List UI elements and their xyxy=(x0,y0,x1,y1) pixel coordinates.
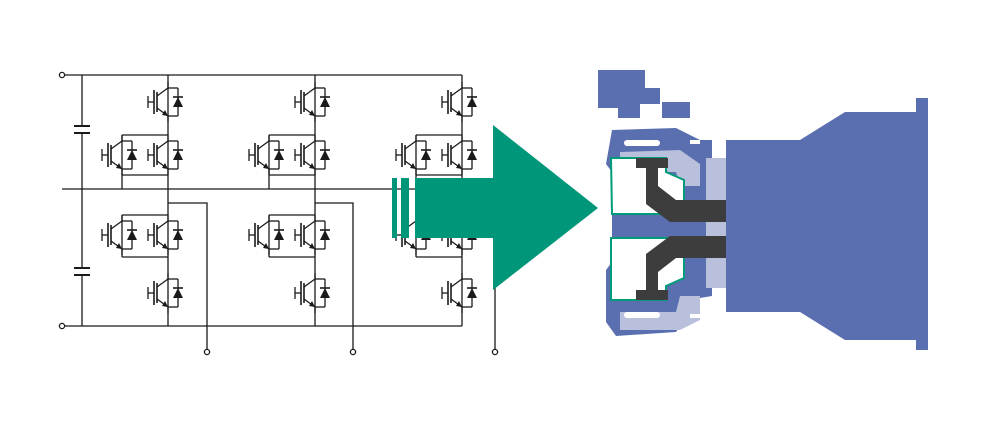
igbt-transistor-with-diode-icon xyxy=(441,134,478,176)
igbt-transistor-with-diode-icon xyxy=(248,214,285,256)
igbt-transistor-with-diode-icon xyxy=(101,214,138,256)
igbt-transistor-with-diode-icon xyxy=(441,272,478,314)
power-module-cross-section xyxy=(598,70,928,350)
terminal-node-icon xyxy=(203,348,211,356)
igbt-transistor-with-diode-icon xyxy=(101,134,138,176)
igbt-transistor-with-diode-icon xyxy=(147,272,184,314)
igbt-transistor-with-diode-icon xyxy=(147,214,184,256)
igbt-transistor-with-diode-icon xyxy=(294,272,331,314)
phase-leg-1 xyxy=(101,75,211,356)
terminal-node-icon xyxy=(58,322,66,330)
igbt-transistor-with-diode-icon xyxy=(248,134,285,176)
igbt-transistor-with-diode-icon xyxy=(441,81,478,123)
igbt-transistor-with-diode-icon xyxy=(294,214,331,256)
igbt-transistor-with-diode-icon xyxy=(147,81,184,123)
igbt-transistor-with-diode-icon xyxy=(294,134,331,176)
terminal-node-icon xyxy=(349,348,357,356)
phase-leg-2 xyxy=(248,75,357,356)
terminal-node-icon xyxy=(58,71,66,79)
inverter-circuit xyxy=(58,71,462,330)
igbt-transistor-with-diode-icon xyxy=(294,81,331,123)
igbt-transistor-with-diode-icon xyxy=(395,134,432,176)
terminal-node-icon xyxy=(491,348,499,356)
igbt-transistor-with-diode-icon xyxy=(147,134,184,176)
right-arrow-icon xyxy=(392,125,598,290)
